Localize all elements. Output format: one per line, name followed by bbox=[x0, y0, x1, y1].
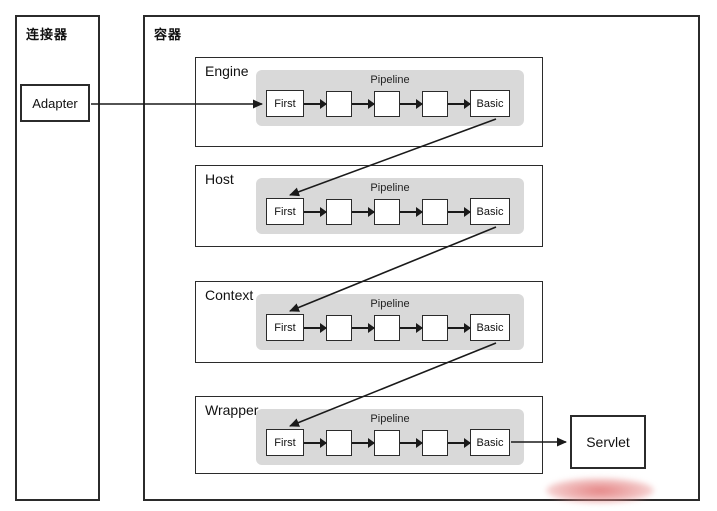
wrapper-section: Wrapper Pipeline First Basic bbox=[195, 396, 543, 474]
context-section-label: Context bbox=[205, 287, 254, 303]
engine-first-valve: First bbox=[266, 90, 304, 117]
engine-valve-box bbox=[374, 90, 400, 117]
arrow-right-icon bbox=[448, 98, 471, 109]
engine-section: Engine Pipeline First Basic bbox=[195, 57, 543, 147]
arrow-right-icon bbox=[400, 98, 423, 109]
wrapper-first-valve: First bbox=[266, 429, 304, 456]
host-section: Host Pipeline First Basic bbox=[195, 165, 543, 247]
arrow-right-icon bbox=[448, 206, 471, 217]
host-basic-valve: Basic bbox=[470, 198, 510, 225]
host-valve-box bbox=[374, 198, 400, 225]
context-first-valve: First bbox=[266, 314, 304, 341]
connector-label: 连接器 bbox=[26, 27, 69, 42]
wrapper-pipeline: Pipeline First Basic bbox=[256, 409, 524, 465]
arrow-right-icon bbox=[400, 437, 423, 448]
wrapper-valve-box bbox=[326, 429, 352, 456]
arrow-right-icon bbox=[304, 322, 327, 333]
adapter-label: Adapter bbox=[32, 95, 78, 111]
host-first-valve: First bbox=[266, 198, 304, 225]
engine-valve-row: First Basic bbox=[266, 90, 510, 117]
adapter-box: Adapter bbox=[20, 84, 90, 122]
arrow-right-icon bbox=[352, 322, 375, 333]
host-section-label: Host bbox=[205, 171, 234, 187]
container-label: 容器 bbox=[154, 27, 183, 42]
engine-valve-box bbox=[422, 90, 448, 117]
host-valve-box bbox=[326, 198, 352, 225]
engine-pipeline: Pipeline First Basic bbox=[256, 70, 524, 126]
container-box: 容器 Engine Pipeline First Basic bbox=[143, 15, 700, 501]
watermark-smudge bbox=[546, 478, 654, 503]
arrow-right-icon bbox=[304, 206, 327, 217]
wrapper-valve-box bbox=[422, 429, 448, 456]
host-pipeline-label: Pipeline bbox=[370, 182, 410, 194]
wrapper-pipeline-label: Pipeline bbox=[370, 413, 410, 425]
context-basic-valve: Basic bbox=[470, 314, 510, 341]
arrow-right-icon bbox=[304, 98, 327, 109]
context-valve-row: First Basic bbox=[266, 314, 510, 341]
arrow-right-icon bbox=[304, 437, 327, 448]
engine-valve-box bbox=[326, 90, 352, 117]
context-valve-box bbox=[326, 314, 352, 341]
engine-section-label: Engine bbox=[205, 63, 249, 79]
arrow-right-icon bbox=[400, 322, 423, 333]
host-valve-box bbox=[422, 198, 448, 225]
context-pipeline-label: Pipeline bbox=[370, 298, 410, 310]
servlet-box: Servlet bbox=[570, 415, 646, 469]
wrapper-valve-row: First Basic bbox=[266, 429, 510, 456]
engine-pipeline-label: Pipeline bbox=[370, 74, 410, 86]
servlet-label: Servlet bbox=[586, 434, 630, 450]
wrapper-valve-box bbox=[374, 429, 400, 456]
host-valve-row: First Basic bbox=[266, 198, 510, 225]
connector-box: 连接器 Adapter bbox=[15, 15, 100, 501]
context-valve-box bbox=[422, 314, 448, 341]
arrow-right-icon bbox=[352, 437, 375, 448]
host-pipeline: Pipeline First Basic bbox=[256, 178, 524, 234]
arrow-right-icon bbox=[448, 437, 471, 448]
arrow-right-icon bbox=[448, 322, 471, 333]
wrapper-section-label: Wrapper bbox=[205, 402, 259, 418]
context-valve-box bbox=[374, 314, 400, 341]
context-section: Context Pipeline First Basic bbox=[195, 281, 543, 363]
context-pipeline: Pipeline First Basic bbox=[256, 294, 524, 350]
wrapper-basic-valve: Basic bbox=[470, 429, 510, 456]
arrow-right-icon bbox=[352, 206, 375, 217]
arrow-right-icon bbox=[400, 206, 423, 217]
engine-basic-valve: Basic bbox=[470, 90, 510, 117]
arrow-right-icon bbox=[352, 98, 375, 109]
